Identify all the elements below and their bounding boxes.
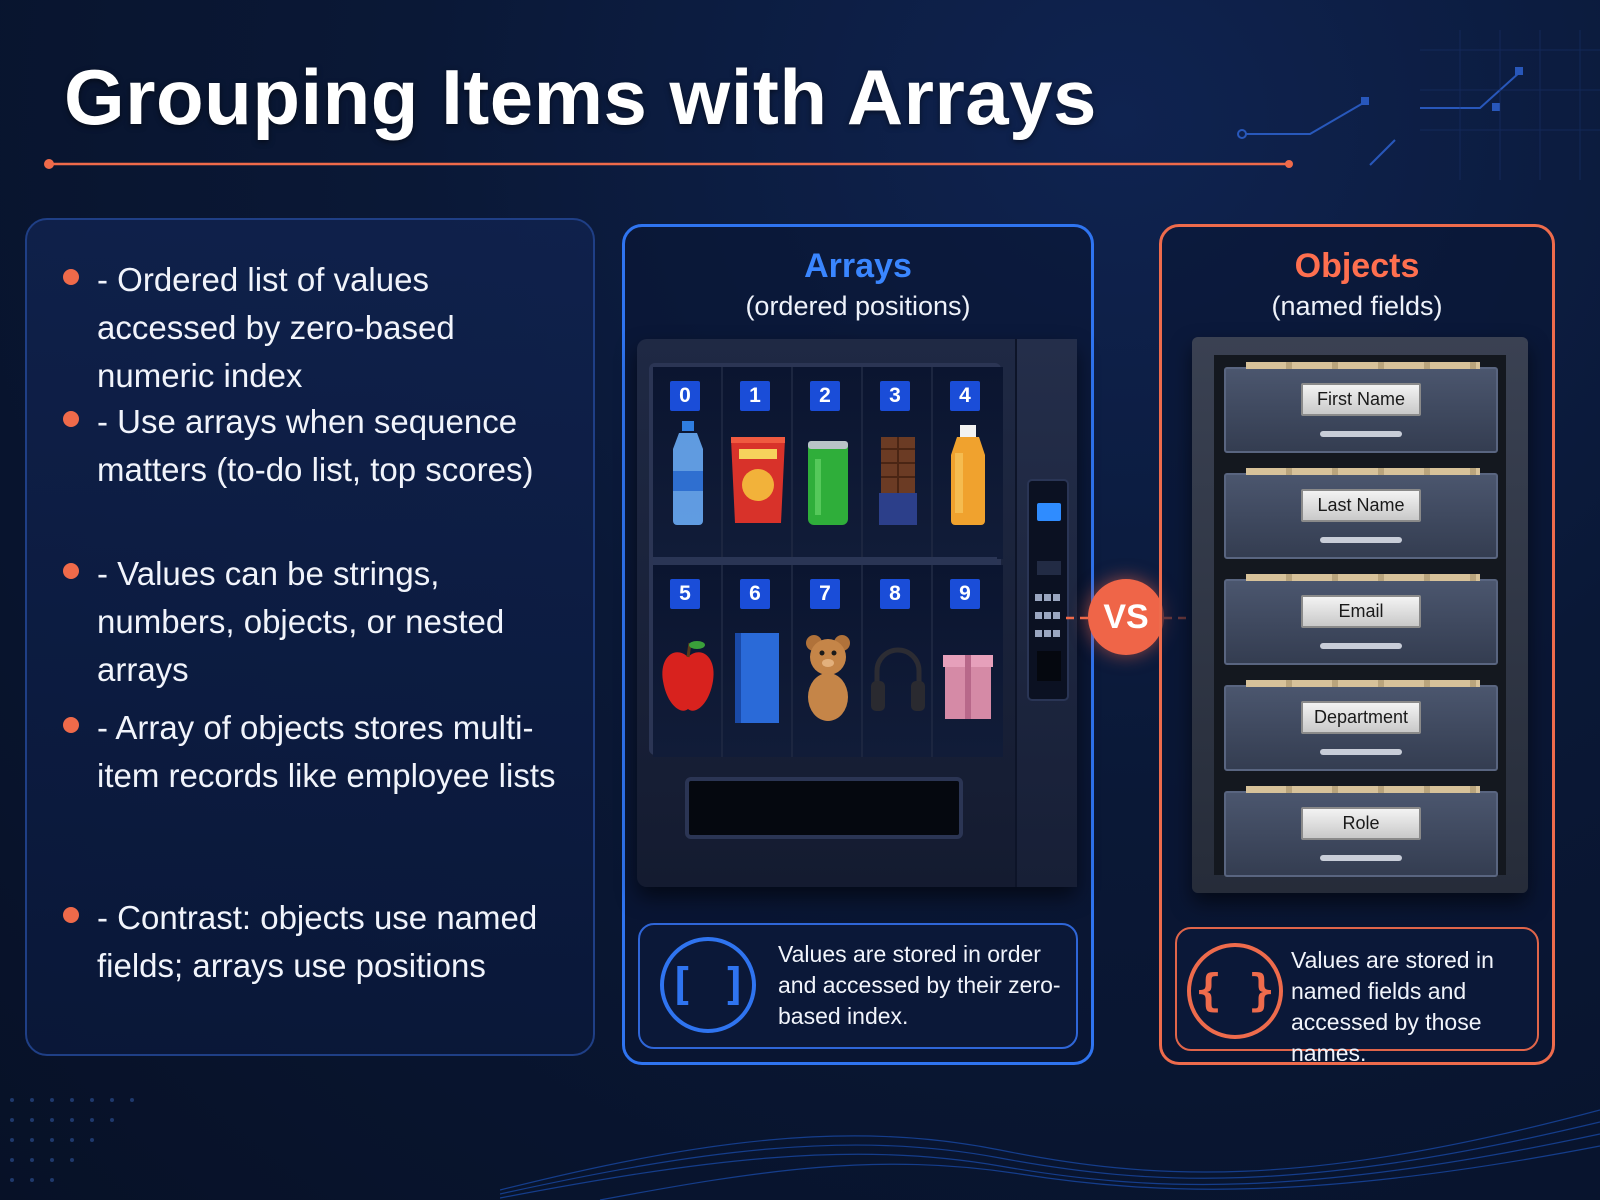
objects-title: Objects	[1294, 247, 1420, 285]
drawer-files	[1246, 680, 1480, 687]
dot-grid-decoration	[10, 1098, 134, 1182]
dispenser-tray	[685, 777, 963, 839]
bullet-text: - Array of objects stores multi-item rec…	[97, 709, 556, 794]
filing-cabinet-illustration: First Name Last Name Email Department Ro	[1192, 337, 1528, 893]
arrays-caption: Values are stored in order and accessed …	[778, 941, 1061, 1029]
chips-bag-icon	[731, 437, 785, 523]
gift-box-icon	[943, 655, 993, 719]
vending-machine-illustration: 0 1 2	[637, 339, 1077, 887]
objects-caption: Values are stored in named fields and ac…	[1291, 947, 1494, 1066]
cabinet-drawer: Department	[1224, 680, 1498, 771]
drawer-handle	[1320, 643, 1402, 649]
bullet-text: - Use arrays when sequence matters (to-d…	[97, 403, 534, 488]
bullet-dot	[63, 563, 79, 579]
array-slot: 6	[723, 565, 793, 757]
apple-icon	[662, 641, 714, 711]
title-underline	[44, 159, 1293, 169]
array-slot: 5	[653, 565, 723, 757]
array-slot: 1	[723, 367, 793, 559]
cabinet-drawer: Role	[1224, 786, 1498, 877]
field-label: Email	[1301, 595, 1421, 628]
bullet-dot	[63, 411, 79, 427]
array-slot: 0	[653, 367, 723, 559]
field-label: Department	[1301, 701, 1421, 734]
bullet-text: - Ordered list of values accessed by zer…	[97, 261, 455, 394]
drawer-handle	[1320, 537, 1402, 543]
bullet-dot	[63, 907, 79, 923]
field-label: Role	[1301, 807, 1421, 840]
objects-explanation-box: { } Values are stored in named fields an…	[1175, 927, 1539, 1066]
slot-index-badge: 6	[740, 579, 770, 609]
page-title: Grouping Items with Arrays	[64, 53, 1097, 141]
drawer-files	[1246, 468, 1480, 475]
slot-index-badge: 9	[950, 579, 980, 609]
cabinet-drawer: Email	[1224, 574, 1498, 665]
bullet-text: - Values can be strings, numbers, object…	[97, 555, 505, 688]
display-screen	[1037, 503, 1061, 521]
bullet-text: - Contrast: objects use named fields; ar…	[97, 899, 538, 984]
array-slot: 2	[793, 367, 863, 559]
water-bottle-icon	[673, 421, 703, 525]
circuit-decoration	[1237, 30, 1600, 180]
card-slot	[1037, 651, 1061, 681]
slot-index-badge: 4	[950, 381, 980, 411]
arrays-panel: Arrays (ordered positions) 0 1	[622, 224, 1094, 1065]
arrays-title: Arrays	[804, 247, 912, 285]
brackets-icon: [ ]	[660, 937, 756, 1033]
juice-bottle-icon	[951, 425, 985, 525]
arrays-subtitle: (ordered positions)	[745, 291, 971, 321]
coin-slot	[1037, 561, 1061, 575]
objects-subtitle: (named fields)	[1271, 291, 1443, 321]
slot-index-badge: 7	[810, 579, 840, 609]
array-slot: 7	[793, 565, 863, 757]
objects-panel: Objects (named fields) First Name Last N…	[1159, 224, 1555, 1066]
field-label: Last Name	[1301, 489, 1421, 522]
headphones-icon	[871, 647, 925, 711]
cabinet-drawer: Last Name	[1224, 468, 1498, 559]
soda-can-icon	[808, 441, 848, 525]
arrays-explanation-box: [ ] Values are stored in order and acces…	[638, 923, 1078, 1049]
vs-badge: VS	[1088, 579, 1164, 655]
slot-index-badge: 2	[810, 381, 840, 411]
drawer-files	[1246, 574, 1480, 581]
bullet-panel: - Ordered list of values accessed by zer…	[25, 218, 595, 1056]
vending-control-panel	[1027, 479, 1069, 701]
slot-index-badge: 1	[740, 381, 770, 411]
field-label: First Name	[1301, 383, 1421, 416]
slot-index-badge: 5	[670, 579, 700, 609]
cabinet-interior: First Name Last Name Email Department Ro	[1214, 355, 1506, 877]
drawer-handle	[1320, 749, 1402, 755]
bullet-dot	[63, 269, 79, 285]
array-slot: 9	[933, 565, 1003, 757]
array-slot: 3	[863, 367, 933, 559]
array-slot: 8	[863, 565, 933, 757]
slot-index-badge: 8	[880, 579, 910, 609]
drawer-files	[1246, 362, 1480, 369]
slot-index-badge: 3	[880, 381, 910, 411]
shelf	[653, 557, 997, 565]
book-icon	[735, 633, 779, 723]
slot-index-badge: 0	[670, 381, 700, 411]
keypad	[1034, 589, 1064, 643]
array-slot: 4	[933, 367, 1003, 559]
wave-decoration	[500, 1109, 1600, 1200]
braces-icon: { }	[1187, 943, 1283, 1039]
vending-control-side	[1015, 339, 1077, 887]
drawer-handle	[1320, 855, 1402, 861]
bullet-dot	[63, 717, 79, 733]
drawer-handle	[1320, 431, 1402, 437]
teddy-bear-icon	[806, 635, 850, 721]
chocolate-bar-icon	[879, 437, 917, 525]
cabinet-drawer: First Name	[1224, 362, 1498, 453]
drawer-files	[1246, 786, 1480, 793]
vending-window: 0 1 2	[649, 363, 1003, 757]
